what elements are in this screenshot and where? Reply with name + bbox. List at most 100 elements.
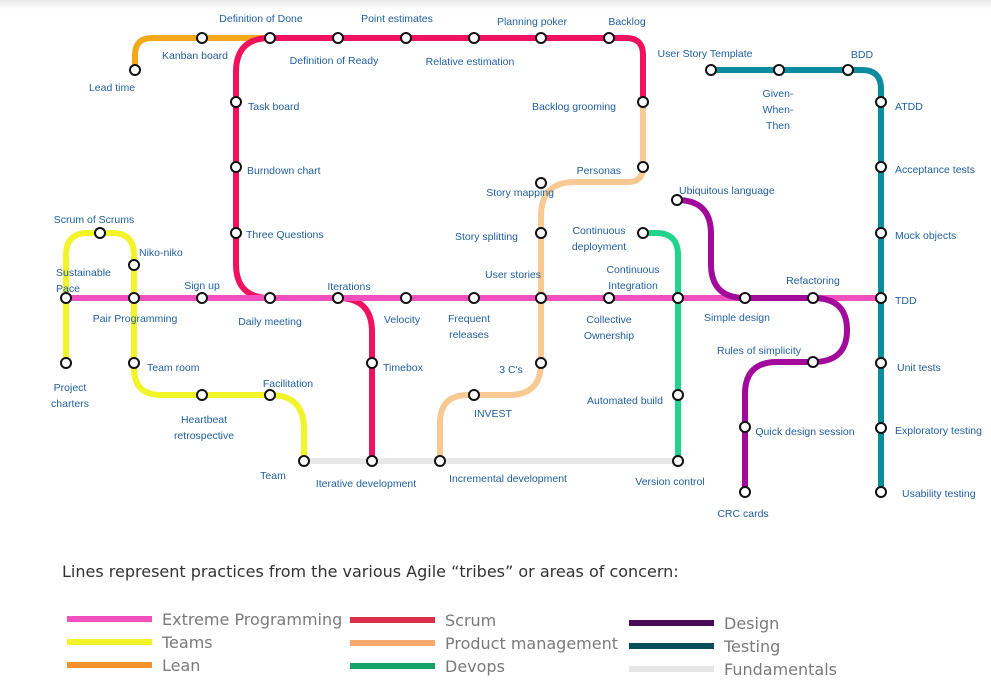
station-acceptance-tests: Acceptance tests [875, 161, 975, 176]
station-marker [264, 292, 276, 304]
legend-label: Design [724, 613, 780, 633]
legend-swatch [350, 663, 435, 669]
station-marker [739, 292, 751, 304]
station-label-definition-of-ready: Definition of Ready [290, 55, 379, 67]
station-marker [637, 227, 649, 239]
station-task-board: Task board [230, 96, 300, 113]
station-label-version-control: Version control [635, 476, 704, 488]
devops-line [640, 230, 681, 464]
legend-label: Extreme Programming [162, 609, 343, 629]
station-marker [60, 357, 72, 369]
station-lead-time: Lead time [89, 64, 141, 94]
station-backlog: Backlog [603, 16, 646, 44]
station-marker [60, 292, 72, 304]
legend-swatch [629, 666, 714, 672]
station-marker [637, 161, 649, 173]
station-label-backlog: Backlog [608, 16, 646, 28]
station-marker [264, 32, 276, 44]
station-label-planning-poker: Planning poker [497, 16, 568, 28]
station-label-velocity: Velocity [384, 314, 421, 326]
station-marker [94, 227, 106, 239]
legend-swatch [629, 620, 714, 626]
station-marker [842, 64, 854, 76]
station-incremental-development: Incremental development [434, 455, 567, 485]
station-simple-design: Simple design [704, 292, 770, 324]
station-label-daily-meeting: Daily meeting [238, 316, 302, 328]
station-marker [230, 161, 242, 173]
station-marker [468, 389, 480, 401]
station-sign-up: Sign up [184, 280, 220, 304]
station-daily-meeting: Daily meeting [238, 292, 302, 328]
station-user-story-template: User Story Template [658, 48, 753, 76]
station-marker [773, 64, 785, 76]
station-marker [875, 357, 887, 369]
station-label-pair-programming: Pair Programming [93, 313, 178, 325]
station-given-when-then: Given-When-Then [763, 64, 794, 132]
legend-label: Product management [445, 633, 619, 653]
station-label-backlog-grooming: Backlog grooming [532, 101, 616, 113]
legend-item-devops: Devops [350, 655, 505, 677]
station-pair-programming: Pair Programming [93, 292, 178, 325]
legend-swatch [350, 640, 435, 646]
station-label-lead-time: Lead time [89, 82, 135, 94]
station-label-rules-of-simplicity: Rules of simplicity [717, 345, 802, 357]
station-refactoring: Refactoring [786, 275, 840, 304]
station-marker [875, 292, 887, 304]
legend-item-extreme-programming: Extreme Programming [67, 608, 342, 630]
station-story-mapping: Story mapping [486, 177, 554, 199]
station-mock-objects: Mock objects [875, 227, 956, 242]
station-scrum-of-scrums: Scrum of Scrums [54, 214, 135, 239]
station-label-user-story-template: User Story Template [658, 48, 753, 60]
legend-item-lean: Lean [67, 654, 200, 676]
product-management-line [437, 99, 646, 464]
station-marker [129, 64, 141, 76]
station-label-niko-niko: Niko-niko [139, 247, 183, 259]
station-label-automated-build: Automated build [587, 395, 663, 407]
station-label-refactoring: Refactoring [786, 275, 840, 287]
legend-swatch [629, 643, 714, 649]
station-label-ubiquitous-language: Ubiquitous language [679, 185, 775, 197]
station-label-iterations: Iterations [327, 281, 370, 293]
station-story-splitting: Story splitting [455, 227, 547, 243]
station-label-invest: INVEST [474, 408, 513, 420]
station-label-bdd: BDD [851, 49, 874, 61]
legend-item-scrum: Scrum [350, 609, 496, 631]
station-automated-build: Automated build [587, 389, 684, 407]
station-marker [400, 32, 412, 44]
station-marker [535, 32, 547, 44]
station-burndown-chart: Burndown chart [230, 161, 321, 177]
station-label-scrum-of-scrums: Scrum of Scrums [54, 214, 135, 226]
station-label-timebox: Timebox [383, 362, 424, 374]
station-personas: Personas [577, 161, 649, 177]
station-label-sign-up: Sign up [184, 280, 220, 292]
station-label-tdd: TDD [895, 295, 917, 307]
station-iterations: Iterations [327, 281, 371, 304]
station-marker [298, 455, 310, 467]
station-marker [603, 292, 615, 304]
lean-line [132, 35, 273, 73]
station-tdd: TDD [875, 292, 917, 307]
station-marker [535, 357, 547, 369]
station-label-mock-objects: Mock objects [895, 230, 956, 242]
station-label-team: Team [260, 470, 286, 482]
station-marker [875, 227, 887, 239]
station-marker [264, 389, 276, 401]
station-label-story-mapping: Story mapping [486, 187, 554, 199]
station-marker [230, 96, 242, 108]
station-crc-cards: CRC cards [717, 486, 769, 520]
station-rules-of-simplicity: Rules of simplicity [717, 345, 819, 368]
testing-line [708, 67, 884, 495]
station-marker [535, 227, 547, 239]
station-marker [468, 32, 480, 44]
station-marker [366, 357, 378, 369]
station-label-exploratory-testing: Exploratory testing [895, 425, 982, 437]
station-quick-design-session: Quick design session [739, 421, 855, 438]
station-marker [535, 177, 547, 189]
legend-label: Testing [724, 636, 781, 656]
station-team: Team [260, 455, 310, 482]
station-marker [739, 421, 751, 433]
